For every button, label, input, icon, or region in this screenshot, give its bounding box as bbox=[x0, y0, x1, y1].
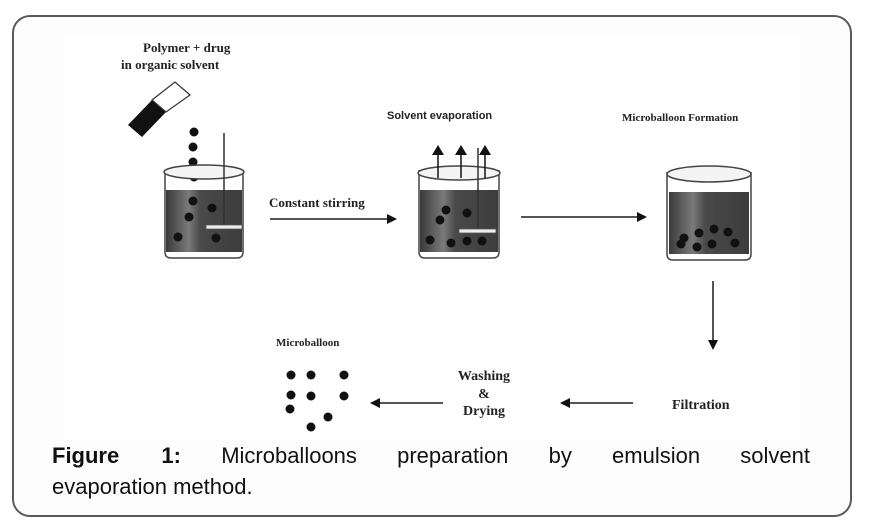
label-solvent-evaporation: Solvent evaporation bbox=[387, 110, 493, 122]
beaker-3-icon bbox=[666, 165, 752, 261]
label-organic-solvent: in organic solvent bbox=[121, 57, 220, 72]
evaporation-arrows bbox=[432, 145, 491, 178]
label-filtration: Filtration bbox=[672, 398, 730, 413]
label-drying: Drying bbox=[463, 404, 505, 419]
caption-line-1: Figure 1: Microballoons preparation by e… bbox=[52, 440, 810, 471]
label-microballoon: Microballoon bbox=[276, 337, 340, 349]
drop bbox=[188, 157, 198, 167]
drop bbox=[189, 127, 199, 137]
drop bbox=[188, 142, 198, 152]
beaker-2-icon bbox=[417, 148, 501, 259]
caption-text-line-1: Microballoons preparation by emulsion so… bbox=[221, 443, 810, 468]
microballoon-particles bbox=[285, 370, 349, 432]
label-constant-stirring: Constant stirring bbox=[269, 195, 365, 210]
label-microballoon-formation: Microballoon Formation bbox=[622, 112, 739, 124]
label-washing: Washing bbox=[457, 369, 511, 384]
label-polymer-drug: Polymer + drug bbox=[143, 40, 231, 55]
label-ampersand: & bbox=[478, 387, 490, 402]
figure-caption: Figure 1: Microballoons preparation by e… bbox=[52, 440, 810, 502]
beaker-1-icon bbox=[163, 133, 245, 259]
caption-figure-number: Figure 1: bbox=[52, 443, 181, 468]
dropper-icon bbox=[128, 81, 191, 137]
caption-text-line-2: evaporation method. bbox=[52, 474, 253, 499]
